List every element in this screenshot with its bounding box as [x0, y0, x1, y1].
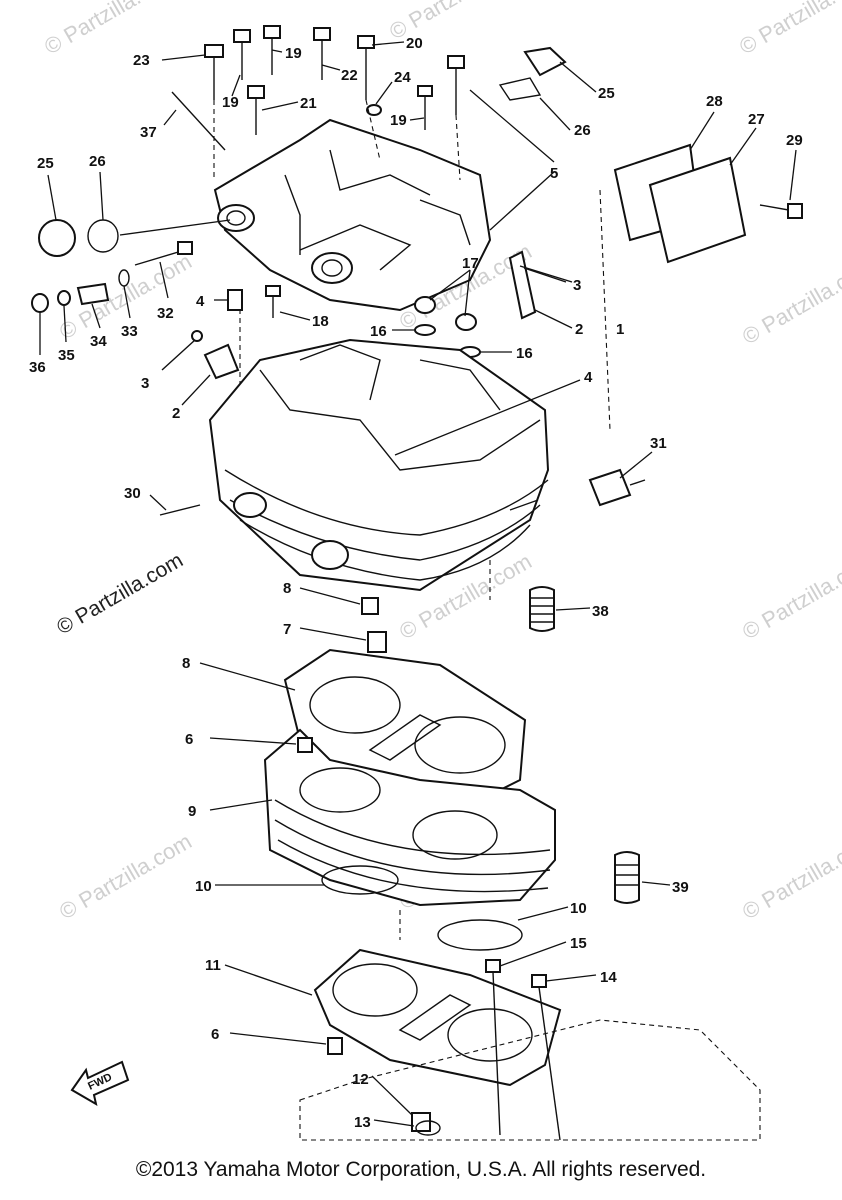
callout-label: 10	[195, 878, 212, 895]
small-parts-left	[31, 241, 281, 380]
callout-label: 19	[285, 45, 302, 62]
studs-and-crankcase	[299, 959, 761, 1141]
small-parts-right	[414, 250, 573, 358]
watermark-text: © Partzilla.com	[735, 0, 842, 59]
callout-label: 19	[222, 94, 239, 111]
callout-label: 4	[584, 369, 593, 386]
callout-label: 5	[550, 165, 558, 182]
callout-label: 38	[592, 603, 609, 620]
forward-arrow: FWD	[70, 1060, 130, 1107]
callout-label: 4	[196, 293, 205, 310]
watermark-text: © Partzilla.com	[55, 829, 196, 925]
watermark-text: © Partzilla.com	[738, 254, 842, 350]
callout-label: 13	[354, 1114, 371, 1131]
callout-label: 10	[570, 900, 587, 917]
callout-label: 33	[121, 323, 138, 340]
callout-label: 3	[573, 277, 581, 294]
tappet-covers	[38, 46, 803, 264]
callout-label: 8	[283, 580, 291, 597]
callout-label: 17	[462, 255, 479, 272]
cylinder-block	[263, 728, 640, 907]
callout-label: 8	[182, 655, 190, 672]
callout-label: 28	[706, 93, 723, 110]
callout-label: 6	[211, 1026, 219, 1043]
callout-label: 30	[124, 485, 141, 502]
callout-label: 35	[58, 347, 75, 364]
callout-label: 23	[133, 52, 150, 69]
callout-labels: 23 19 19 22 20 24 25 19 21 37 26 5 28 27…	[29, 35, 803, 1131]
leader-lines	[39, 41, 797, 1127]
callout-label: 25	[37, 155, 54, 172]
callout-label: 24	[394, 69, 411, 86]
head-cover	[213, 118, 492, 312]
callout-label: 16	[370, 323, 387, 340]
callout-label: 26	[574, 122, 591, 139]
copyright-notice: ©2013 Yamaha Motor Corporation, U.S.A. A…	[135, 1158, 707, 1181]
callout-label: 6	[185, 731, 193, 748]
callout-label: 32	[157, 305, 174, 322]
callout-label: 34	[90, 333, 107, 350]
callout-label: 19	[390, 112, 407, 129]
callout-label: 14	[600, 969, 617, 986]
dowels-top	[361, 586, 555, 653]
callout-label: 2	[575, 321, 583, 338]
watermark-text: © Partzilla.com	[738, 829, 842, 925]
callout-label: 11	[205, 957, 221, 974]
guide-lines	[213, 99, 611, 940]
callout-label: 22	[341, 67, 358, 84]
callout-label: 31	[650, 435, 667, 452]
callout-label: 12	[352, 1071, 369, 1088]
callout-label: 9	[188, 803, 196, 820]
watermark-main: © Partzilla.com	[53, 549, 187, 640]
watermark-text: © Partzilla.com	[738, 549, 842, 645]
callout-label: 3	[141, 375, 149, 392]
callout-label: 36	[29, 359, 46, 376]
callout-label: 25	[598, 85, 615, 102]
callout-label: 1	[616, 321, 624, 338]
o-rings	[321, 865, 523, 951]
callout-label: 26	[89, 153, 106, 170]
watermark-text: © Partzilla.com	[40, 0, 181, 59]
callout-label: 16	[516, 345, 533, 362]
callout-label: 27	[748, 111, 765, 128]
base-gasket	[313, 948, 562, 1087]
callout-label: 2	[172, 405, 180, 422]
callout-label: 18	[312, 313, 329, 330]
callout-label: 29	[786, 132, 803, 149]
top-bolts	[171, 25, 465, 151]
callout-label: 39	[672, 879, 689, 896]
cylinder-head	[159, 338, 646, 592]
callout-label: 20	[406, 35, 423, 52]
callout-label: 7	[283, 621, 291, 638]
callout-label: 37	[140, 124, 157, 141]
callout-label: 15	[570, 935, 587, 952]
callout-label: 21	[300, 95, 317, 112]
